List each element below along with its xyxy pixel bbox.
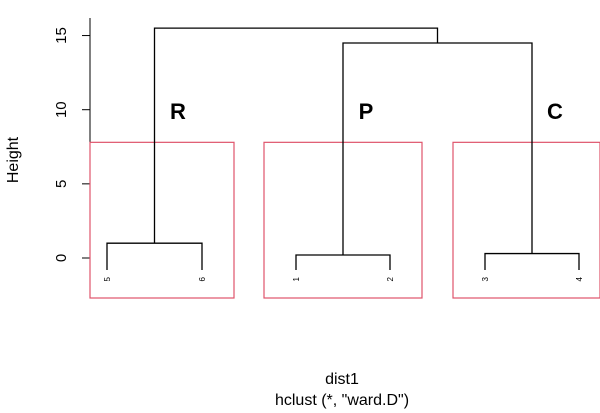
merge-branch	[484, 252, 580, 270]
merge-branch	[342, 42, 533, 256]
cluster-label: R	[170, 99, 186, 124]
subtitle: hclust (*, "ward.D")	[275, 392, 409, 409]
y-ticks: 0 5 10 15	[53, 27, 90, 262]
cluster-boxes	[89, 141, 600, 299]
y-axis-label: Height	[5, 136, 22, 183]
leaf-label: 6	[198, 276, 207, 281]
y-tick-label: 5	[53, 180, 70, 188]
merge-branch	[295, 254, 391, 270]
cluster-box	[89, 141, 235, 299]
leaf-labels: 5 6 1 2 3 4	[103, 276, 584, 281]
leaf-label: 4	[575, 276, 584, 281]
leaf-label: 2	[386, 276, 395, 281]
leaf-label: 5	[103, 276, 112, 281]
dendrogram-tree	[106, 27, 580, 270]
merge-branch	[106, 242, 203, 270]
cluster-box	[452, 141, 600, 299]
cluster-label: C	[547, 99, 563, 124]
y-tick-label: 10	[53, 101, 70, 118]
y-tick-label: 0	[53, 254, 70, 262]
merge-branch	[153, 27, 439, 244]
leaf-label: 1	[292, 276, 301, 281]
y-tick-label: 15	[53, 27, 70, 44]
x-axis-label: dist1	[325, 371, 359, 388]
leaf-label: 3	[481, 276, 490, 281]
cluster-label: P	[359, 99, 374, 124]
